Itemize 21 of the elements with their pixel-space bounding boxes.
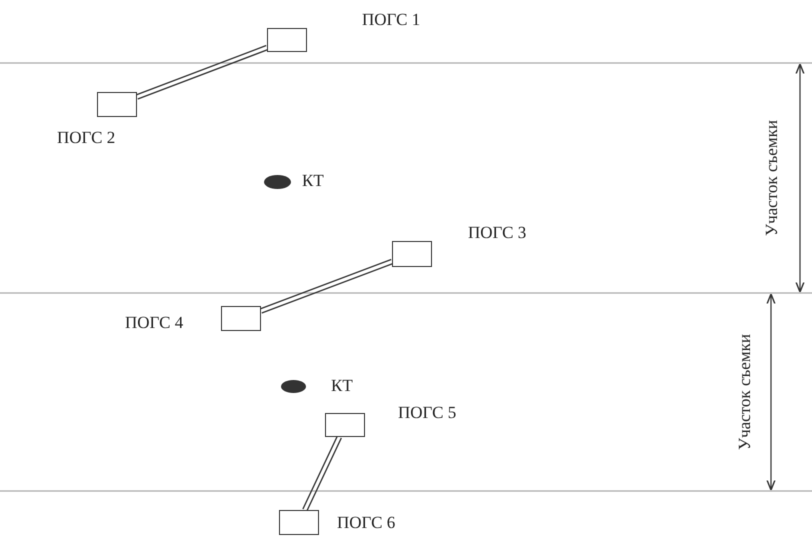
station-label: ПОГС 1	[362, 10, 420, 30]
station-box	[392, 241, 432, 267]
station-label: ПОГС 6	[337, 513, 396, 533]
connector-line	[302, 435, 342, 512]
station-label: ПОГС 2	[57, 128, 116, 148]
connector-line	[136, 44, 268, 100]
control-point-dot	[264, 175, 291, 189]
control-point-dot	[281, 380, 306, 393]
station-box	[267, 28, 307, 52]
point-label: КТ	[302, 171, 324, 191]
station-label: ПОГС 3	[468, 223, 526, 243]
dimension-label: Участок съемки	[735, 334, 755, 450]
station-label: ПОГС 4	[125, 313, 184, 333]
station-box	[279, 510, 319, 535]
dimension-label: Участок съемки	[762, 120, 782, 236]
station-box	[325, 413, 365, 437]
point-label: КТ	[331, 376, 353, 396]
station-box	[221, 306, 261, 331]
station-label: ПОГС 5	[398, 403, 456, 423]
station-box	[97, 92, 137, 117]
connector-line	[260, 258, 394, 314]
